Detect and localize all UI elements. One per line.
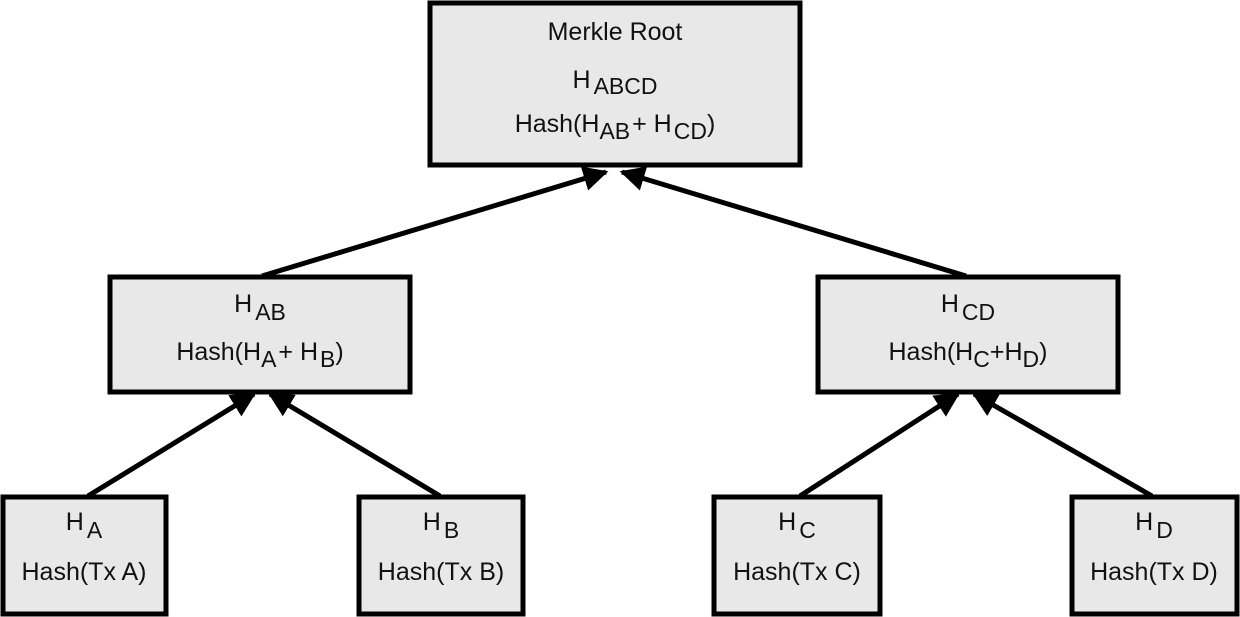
root-title: Merkle Root bbox=[548, 18, 683, 46]
edge-leaf-c-to-right bbox=[798, 391, 961, 499]
leaf-b-formula: Hash(Tx B) bbox=[378, 558, 504, 586]
edge-leaf-a-to-left bbox=[86, 391, 257, 499]
hab-formula: Hash(HA+ HB) bbox=[176, 338, 343, 372]
hcd-formula: Hash(HC+HD) bbox=[889, 338, 1048, 372]
edge-right-to-root bbox=[619, 166, 967, 279]
leaf-c-formula: Hash(Tx C) bbox=[733, 558, 861, 586]
edge-left-to-root bbox=[261, 166, 609, 279]
leaf-d-formula: Hash(Tx D) bbox=[1090, 558, 1218, 586]
leaf-a-formula: Hash(Tx A) bbox=[21, 558, 146, 586]
root-formula: Hash(HAB+ HCD) bbox=[515, 110, 716, 144]
edges bbox=[86, 166, 1154, 499]
edge-leaf-d-to-right bbox=[971, 391, 1154, 499]
edge-leaf-b-to-left bbox=[267, 391, 442, 499]
